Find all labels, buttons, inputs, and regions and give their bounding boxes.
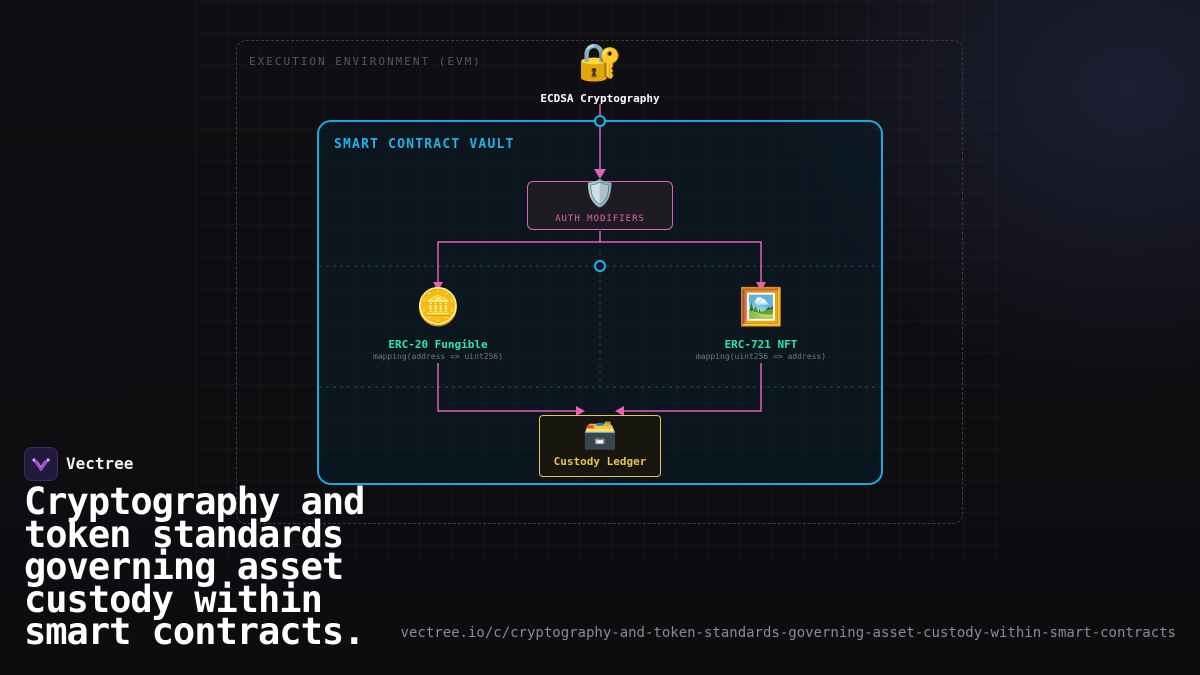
split-junction-port <box>594 260 606 272</box>
auth-modifiers-box <box>527 181 673 230</box>
wire-erc20-ledger <box>437 363 577 412</box>
custody-ledger-box <box>539 415 661 477</box>
evm-environment-label: EXECUTION ENVIRONMENT (EVM) <box>249 55 482 68</box>
vault-entry-port <box>594 115 606 127</box>
brand-name: Vectree <box>66 454 134 473</box>
erc721-label: ERC-721 NFT <box>724 338 798 351</box>
custody-ledger-label: Custody Ledger <box>553 455 647 468</box>
evm-environment-box <box>236 40 963 524</box>
source-url[interactable]: vectree.io/c/cryptography-and-token-stan… <box>400 625 1176 641</box>
auth-modifiers-label: AUTH MODIFIERS <box>555 214 645 224</box>
framed-picture-icon: 🖼️ <box>738 287 784 328</box>
erc721-mapping: mapping(uint256 => address) <box>695 352 827 361</box>
lock-key-icon: 🔐 <box>577 42 623 83</box>
coin-icon: 🪙 <box>415 287 461 328</box>
erc20-label: ERC-20 Fungible <box>388 338 488 351</box>
wire-erc721-ledger <box>624 363 762 412</box>
ecdsa-label: ECDSA Cryptography <box>540 92 660 105</box>
vectree-logo-icon <box>24 447 58 481</box>
page-title: Cryptography and token standards governi… <box>24 480 365 653</box>
shield-icon: 🛡️ <box>583 179 617 209</box>
vault-label: SMART CONTRACT VAULT <box>334 137 515 152</box>
erc20-mapping: mapping(address => uint256) <box>372 352 504 361</box>
wire-auth-split <box>437 241 762 284</box>
card-file-box-icon: 🗃️ <box>582 418 618 451</box>
